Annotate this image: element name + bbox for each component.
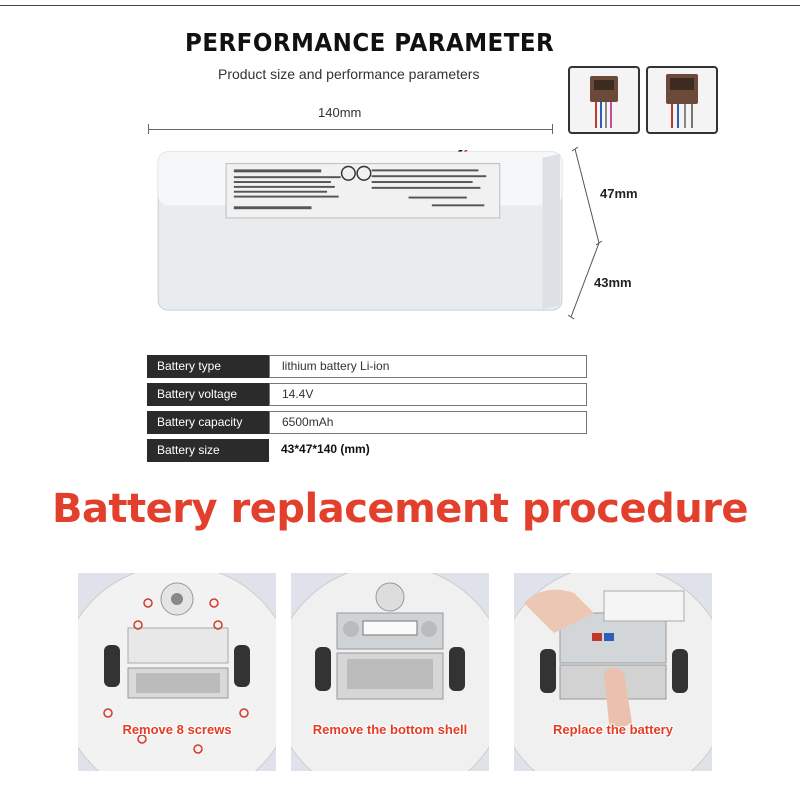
width-dimension: 43mm (594, 275, 632, 290)
spec-key: Battery type (147, 355, 269, 378)
spec-row: Battery size 43*47*140 (mm) (147, 439, 587, 462)
spec-table: Battery type lithium battery Li-ion Batt… (147, 355, 587, 467)
step-replace-battery: Replace the battery (514, 573, 712, 771)
page-title: PERFORMANCE PARAMETER (185, 28, 555, 57)
dimension-tick (552, 124, 553, 134)
robot-vacuum-image (78, 573, 276, 771)
spec-value: lithium battery Li-ion (269, 355, 587, 378)
height-dimension-line (567, 146, 603, 320)
step-caption: Remove 8 screws (122, 722, 232, 737)
step-remove-screws: Remove 8 screws (78, 573, 276, 771)
length-dimension: 140mm (318, 105, 362, 120)
step-remove-bottom-shell: Remove the bottom shell (291, 573, 489, 771)
length-dimension-line (148, 129, 552, 130)
top-divider (0, 5, 800, 6)
spec-row: Battery capacity 6500mAh (147, 411, 587, 434)
battery-image (157, 150, 563, 311)
robot-vacuum-image (291, 573, 489, 771)
page-subtitle: Product size and performance parameters (218, 66, 480, 82)
robot-vacuum-image (514, 573, 712, 771)
spec-row: Battery type lithium battery Li-ion (147, 355, 587, 378)
height-dimension: 47mm (600, 186, 638, 201)
connector-image-alt (646, 66, 718, 134)
spec-key: Battery size (147, 439, 269, 462)
step-caption: Replace the battery (553, 722, 673, 737)
procedure-heading: Battery replacement procedure (51, 486, 749, 532)
spec-value: 6500mAh (269, 411, 587, 434)
spec-row: Battery voltage 14.4V (147, 383, 587, 406)
spec-value: 43*47*140 (mm) (269, 439, 587, 462)
spec-value: 14.4V (269, 383, 587, 406)
spec-key: Battery capacity (147, 411, 269, 434)
step-caption: Remove the bottom shell (312, 722, 468, 737)
dimension-tick (148, 124, 149, 134)
spec-key: Battery voltage (147, 383, 269, 406)
connector-image (568, 66, 640, 134)
